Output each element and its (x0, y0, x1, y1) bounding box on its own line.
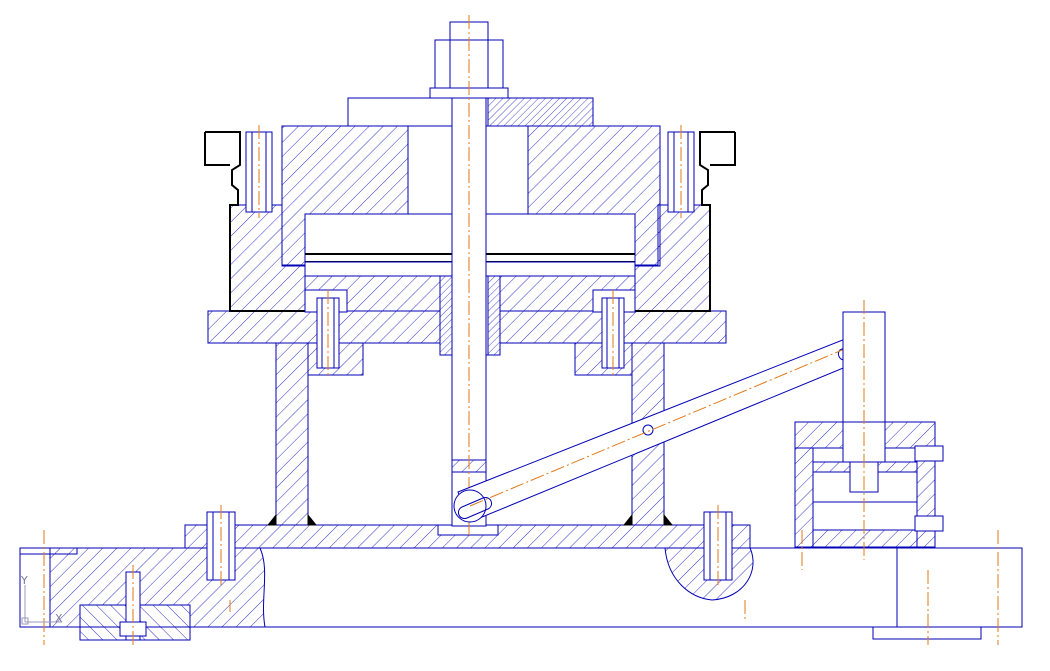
clamp-unit (794, 300, 944, 560)
ring-bolt-right (667, 125, 695, 218)
ucs-icon: Y X (20, 574, 63, 625)
ucs-x-label: X (55, 612, 63, 625)
plate-bolt-left (316, 290, 340, 375)
center-lines (43, 530, 999, 645)
base-bolt-small (119, 565, 147, 645)
base-bolt-right (703, 505, 733, 585)
ring-bolt-left (245, 125, 273, 218)
base-plate (19, 547, 1023, 641)
base-bolt-left (206, 505, 236, 585)
ucs-y-label: Y (20, 574, 28, 587)
lower-plate (184, 524, 751, 549)
center-rod (451, 15, 487, 535)
plate-bolt-right (601, 290, 625, 375)
